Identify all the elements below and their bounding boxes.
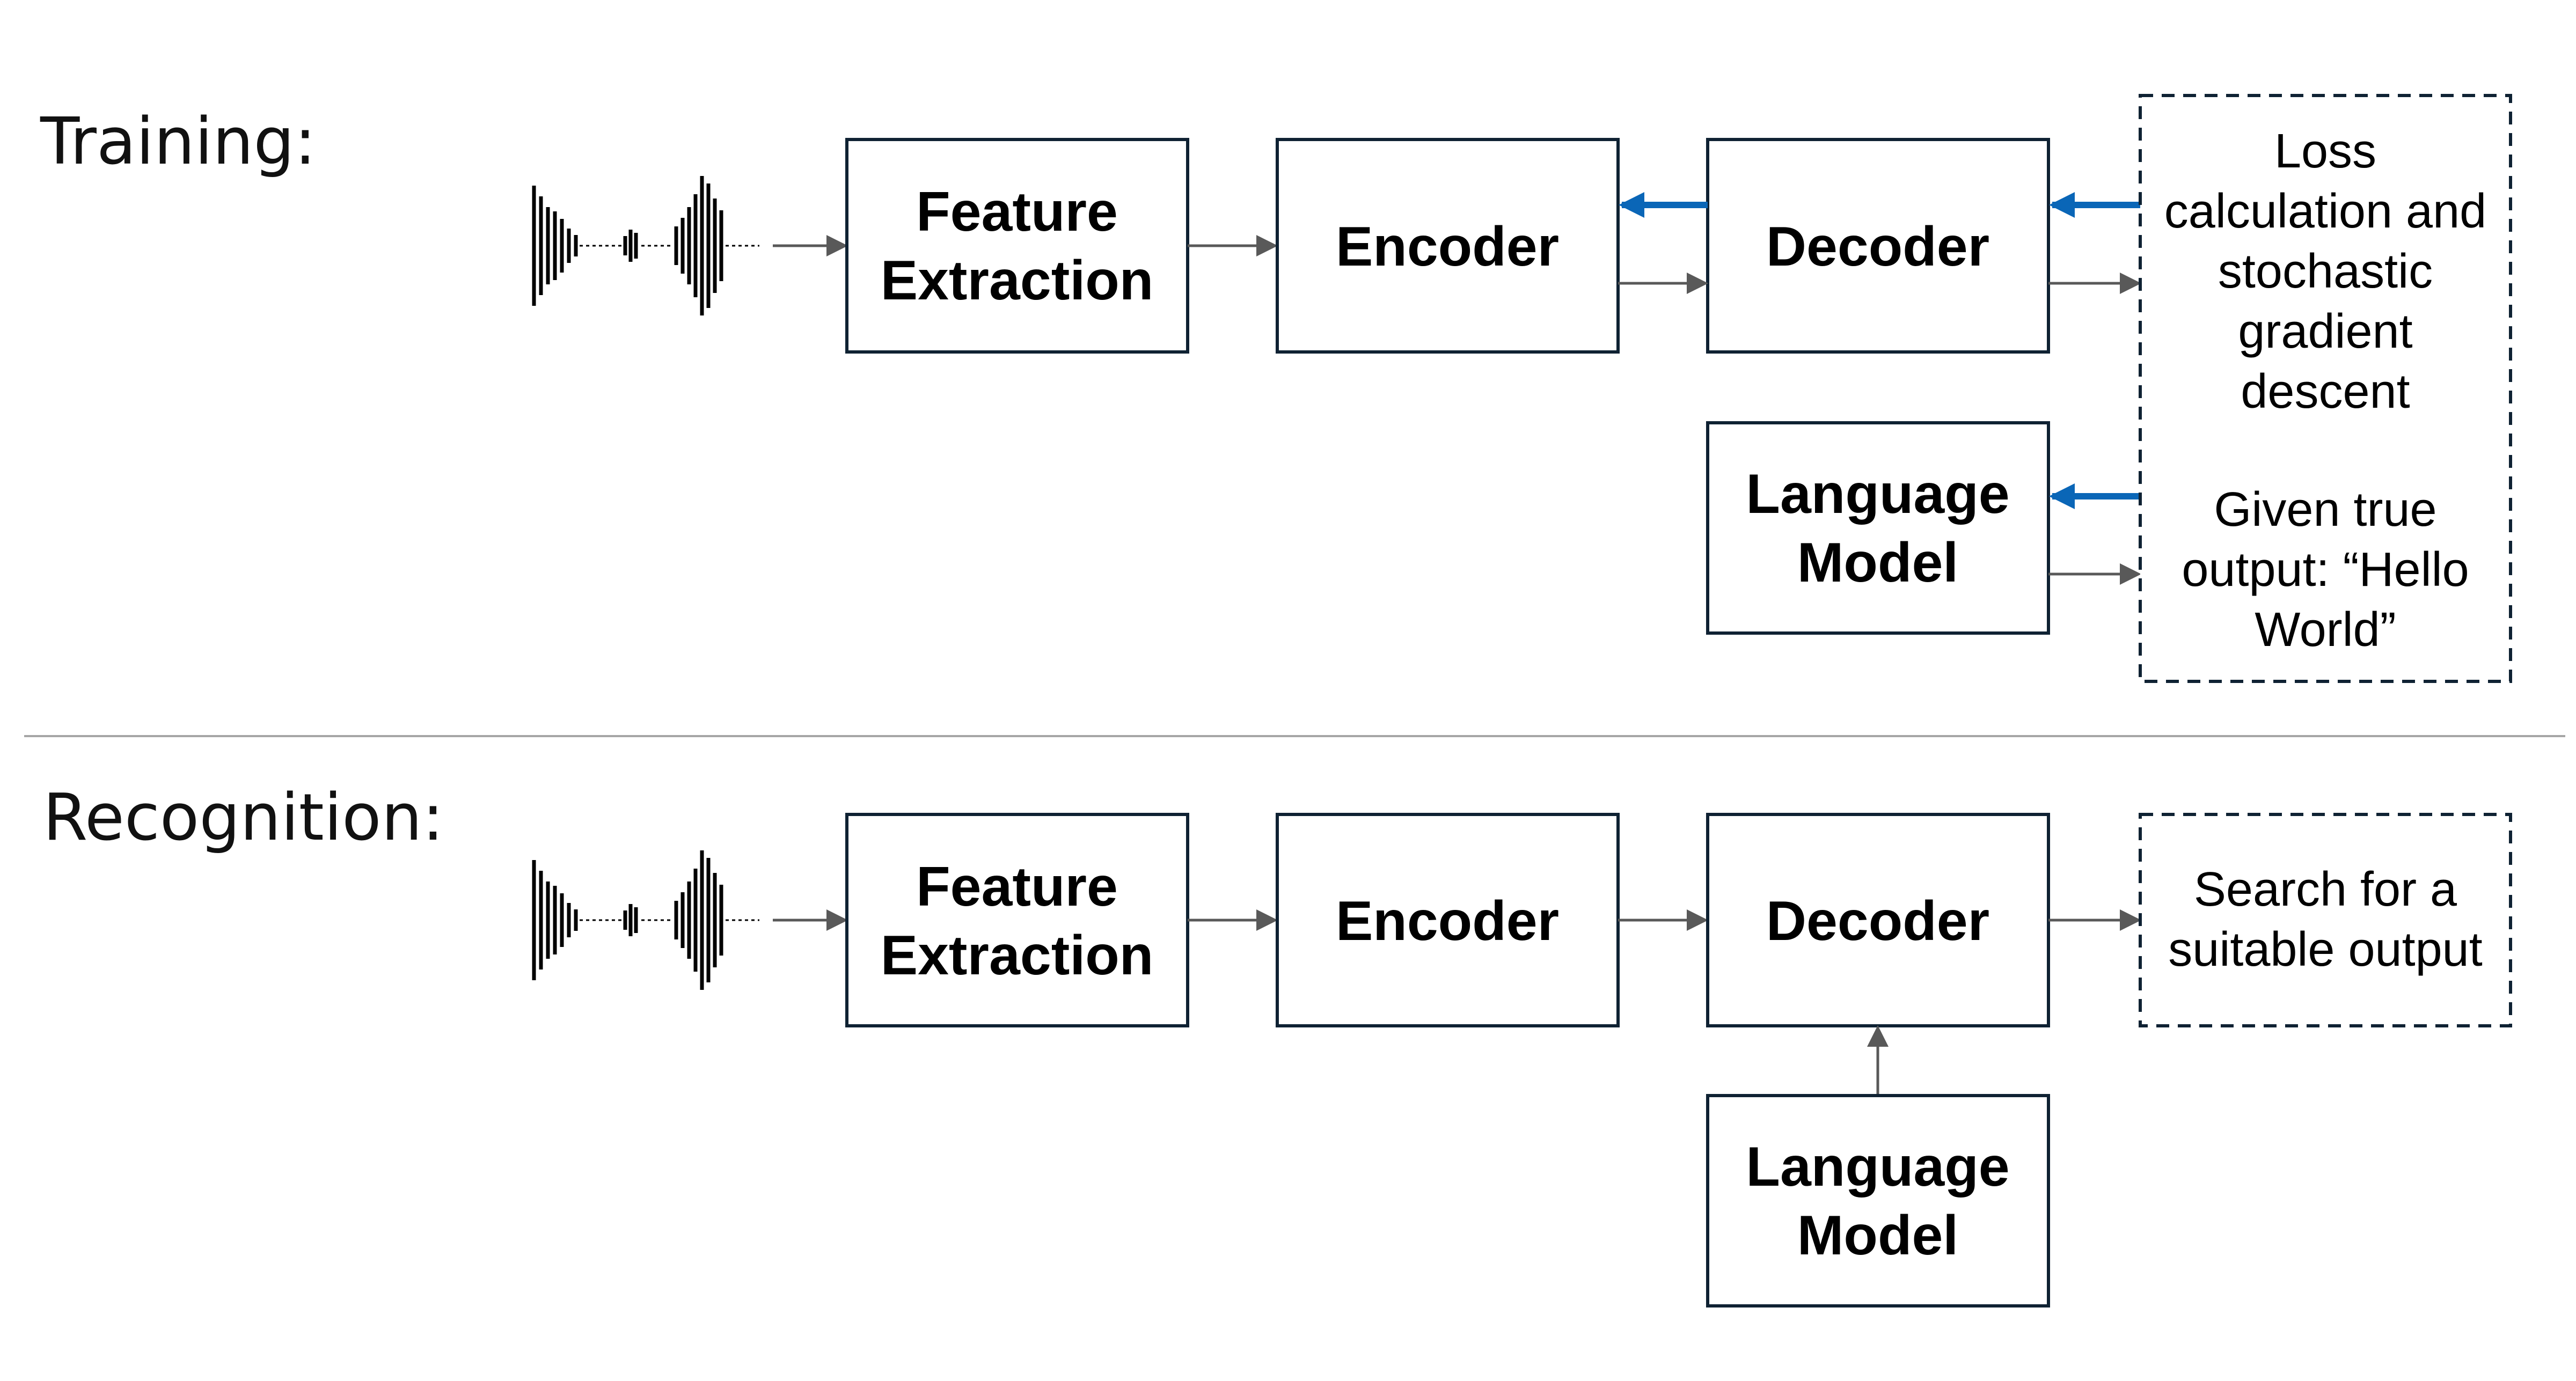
recognition-language-model-box: Language Model: [1706, 1094, 2050, 1307]
language-model-label-line1: Language: [1746, 463, 2009, 525]
loss-note-line4: gradient: [2238, 305, 2412, 358]
encoder-label: Encoder: [1336, 890, 1559, 952]
language-model-label-line2: Model: [1797, 532, 1958, 594]
recognition-encoder-box: Encoder: [1276, 813, 1620, 1027]
output-note-line1: Search for a: [2194, 863, 2457, 916]
recognition-output-box: Search for a suitable output: [2139, 813, 2512, 1027]
recognition-feature-extraction-box: Feature Extraction: [845, 813, 1189, 1027]
loss-note-line3: stochastic: [2218, 245, 2433, 298]
waveform-icon: [532, 176, 759, 315]
training-language-model-box: Language Model: [1706, 421, 2050, 635]
language-model-label-line2: Model: [1797, 1204, 1958, 1267]
training-loss-box: Loss calculation and stochastic gradient…: [2139, 94, 2512, 683]
feature-extraction-label-line1: Feature: [916, 856, 1118, 918]
output-note-line2: suitable output: [2168, 923, 2482, 976]
feature-extraction-label-line1: Feature: [916, 181, 1118, 243]
training-encoder-box: Encoder: [1276, 138, 1620, 354]
waveform-icon: [532, 850, 759, 990]
training-label: Training:: [40, 105, 316, 179]
decoder-label: Decoder: [1766, 890, 1989, 952]
feature-extraction-label-line2: Extraction: [881, 924, 1154, 987]
training-decoder-box: Decoder: [1706, 138, 2050, 354]
loss-note-line2: calculation and: [2164, 185, 2486, 238]
true-output-note-line3: World”: [2255, 603, 2396, 657]
feature-extraction-label-line2: Extraction: [881, 249, 1154, 312]
recognition-decoder-box: Decoder: [1706, 813, 2050, 1027]
training-feature-extraction-box: Feature Extraction: [845, 138, 1189, 354]
true-output-note-line1: Given true: [2214, 483, 2436, 537]
encoder-label: Encoder: [1336, 216, 1559, 278]
recognition-label: Recognition:: [43, 781, 444, 855]
loss-note-line1: Loss: [2274, 124, 2376, 178]
true-output-note-line2: output: “Hello: [2182, 543, 2469, 597]
decoder-label: Decoder: [1766, 216, 1989, 278]
loss-note-line5: descent: [2241, 365, 2410, 418]
language-model-label-line1: Language: [1746, 1136, 2009, 1198]
